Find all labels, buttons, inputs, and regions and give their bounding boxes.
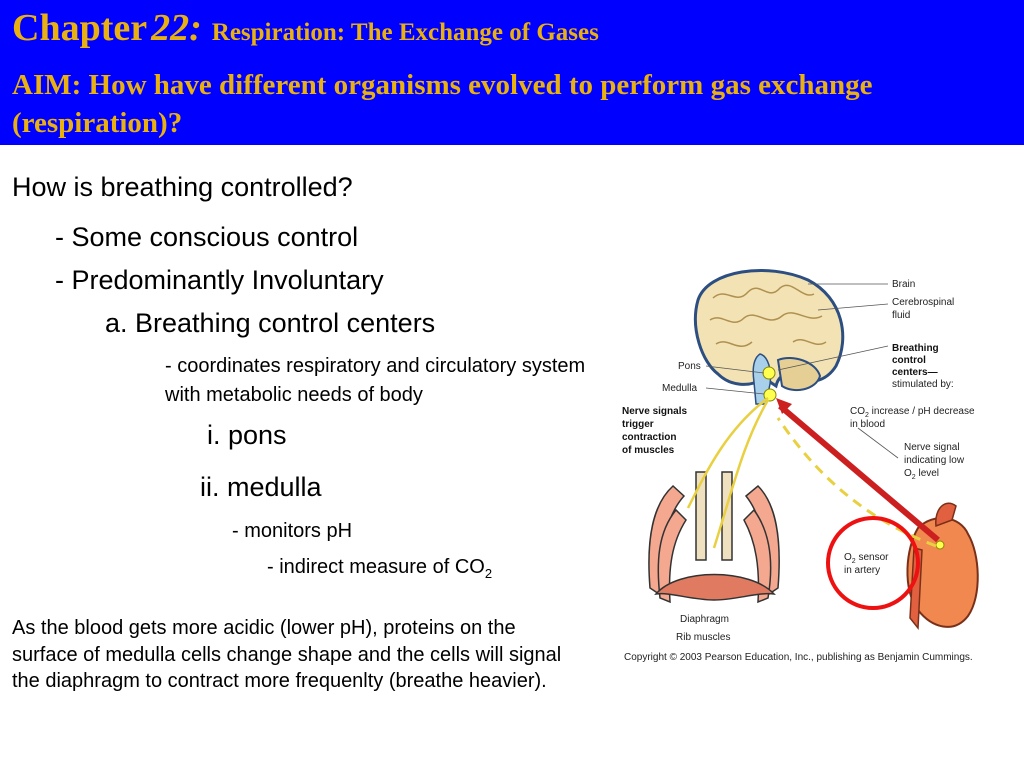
co2-arrowhead [776, 398, 792, 414]
label-bcc-2: control [892, 355, 926, 366]
label-ns-1: Nerve signal [904, 442, 960, 453]
breathing-control-diagram: Brain Cerebrospinal fluid Breathing cont… [618, 258, 1008, 666]
svg-text:contraction: contraction [622, 432, 676, 443]
svg-text:in blood: in blood [850, 419, 885, 430]
leader-lines [705, 283, 899, 459]
slide-title: Chapter 22: Respiration: The Exchange of… [12, 6, 599, 50]
bullet-monitors-ph: - monitors pH [232, 520, 353, 542]
svg-text:Nerve signals: Nerve signals [622, 406, 687, 417]
svg-text:stimulated by:: stimulated by: [892, 379, 954, 390]
co2-subscript: 2 [484, 566, 493, 581]
label-co2-sub: 2 [865, 412, 869, 419]
svg-text:trigger: trigger [622, 419, 654, 430]
explanation-paragraph: As the blood gets more acidic (lower pH)… [12, 617, 562, 692]
label-o2-b: sensor [856, 552, 889, 563]
label-nerve-1: Nerve signals [622, 406, 687, 417]
label-nerve-4: of muscles [622, 445, 675, 456]
cerebellum [776, 357, 822, 392]
o2-signal-arrow [776, 417, 937, 548]
bullet-conscious-control: - Some conscious control [55, 222, 359, 252]
bullet-medulla: ii. medulla [200, 472, 322, 502]
svg-text:Diaphragm: Diaphragm [680, 614, 729, 625]
svg-text:Brain: Brain [892, 279, 915, 290]
chapter-number: 22: [151, 7, 202, 49]
svg-text:of muscles: of muscles [622, 445, 675, 456]
rib-cage [648, 471, 780, 604]
label-diaphragm: Diaphragm [680, 614, 729, 625]
svg-text:O2 level: O2 level [904, 468, 939, 481]
title-banner: Chapter 22: Respiration: The Exchange of… [0, 0, 1024, 145]
label-o2-sub: 2 [852, 558, 856, 565]
nerve-signal-arrow-2 [712, 399, 770, 549]
svg-text:Cerebrospinal: Cerebrospinal [892, 297, 954, 308]
aim-statement: AIM: How have different organisms evolve… [12, 69, 873, 139]
label-o2-2: in artery [844, 565, 880, 576]
svg-text:Rib muscles: Rib muscles [676, 632, 730, 643]
label-co2-2: in blood [850, 419, 885, 430]
svg-text:control: control [892, 355, 926, 366]
label-co2-a: CO [850, 406, 865, 417]
svg-text:O2 sensor: O2 sensor [844, 552, 889, 565]
question-heading: How is breathing controlled? [12, 172, 353, 202]
svg-text:in artery: in artery [844, 565, 880, 576]
bullet-pons: i. pons [207, 420, 287, 450]
svg-text:CO2 increase / pH decrease: CO2 increase / pH decrease [850, 406, 975, 419]
co2-text: - indirect measure of CO [267, 556, 485, 578]
o2-sensor-dot [935, 540, 945, 550]
svg-text:Medulla: Medulla [662, 383, 697, 394]
svg-text:indicating low: indicating low [904, 455, 965, 466]
bullet-involuntary: - Predominantly Involuntary [55, 265, 384, 295]
chapter-subtitle: Respiration: The Exchange of Gases [211, 19, 599, 46]
label-o2-a: O [844, 552, 852, 563]
label-pons: Pons [678, 361, 701, 372]
label-ns-3a: O [904, 468, 912, 479]
diagram-svg: Brain Cerebrospinal fluid Breathing cont… [622, 269, 979, 663]
label-bcc-1: Breathing [892, 343, 939, 354]
pons-marker [762, 366, 776, 380]
heart-shape [906, 516, 979, 628]
svg-text:fluid: fluid [892, 310, 910, 321]
svg-text:Breathing: Breathing [892, 343, 939, 354]
label-nerve-3: contraction [622, 432, 676, 443]
label-co2-b: increase / pH decrease [869, 406, 975, 417]
svg-text:Copyright © 2003 Pearson Educa: Copyright © 2003 Pearson Education, Inc.… [624, 652, 973, 663]
label-ns-3sub: 2 [912, 474, 916, 481]
label-csf-1: Cerebrospinal [892, 297, 954, 308]
label-rib-muscles: Rib muscles [676, 632, 730, 643]
label-csf-2: fluid [892, 310, 910, 321]
svg-text:Nerve signal: Nerve signal [904, 442, 960, 453]
nerve-signal-arrow-1 [686, 397, 769, 509]
label-ns-3b: level [916, 468, 939, 479]
co2-signal-arrow [778, 403, 940, 543]
label-medulla: Medulla [662, 383, 697, 394]
label-brain: Brain [892, 279, 915, 290]
bullet-control-centers: a. Breathing control centers [105, 308, 436, 338]
brain-folds [709, 284, 827, 347]
svg-text:centers—: centers— [892, 367, 938, 378]
chapter-label: Chapter [12, 7, 148, 49]
bullet-coordinates: - coordinates respiratory and circulator… [165, 355, 586, 406]
label-nerve-2: trigger [622, 419, 654, 430]
label-ns-2: indicating low [904, 455, 965, 466]
bullet-indirect-co2: - indirect measure of CO2 [267, 556, 492, 581]
svg-text:Pons: Pons [678, 361, 701, 372]
copyright-notice: Copyright © 2003 Pearson Education, Inc.… [624, 652, 973, 663]
label-bcc-3: centers— [892, 367, 938, 378]
o2-sensor-circle [826, 516, 920, 610]
label-stimulated: stimulated by: [892, 379, 954, 390]
diaphragm-shape [654, 573, 776, 601]
